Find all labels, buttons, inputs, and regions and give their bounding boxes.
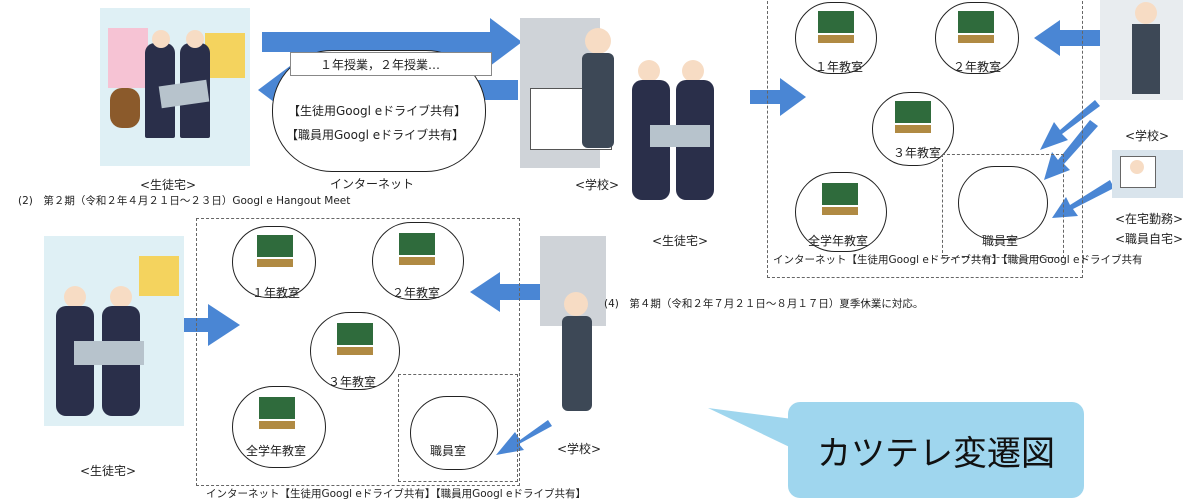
remote-work-label: <在宅勤務> [1115,212,1183,226]
top-student-home-2-label: <生徒宅> [652,234,709,248]
right-staff-room [958,166,1048,240]
school-illustration-top [520,8,620,168]
top-student-home-label: <生徒宅> [140,178,197,192]
bottom-school-illustration [538,236,610,436]
right-classroom-3 [872,92,954,166]
internet-label-top: インターネット [330,177,415,191]
right-staff-room-label: 職員室 [982,234,1019,248]
right-teacher-illustration [1100,0,1183,100]
right-classroom-1 [795,2,877,74]
bottom-school-label: <学校> [557,442,602,456]
bottom-staff-room [410,396,498,470]
remote-work-illustration [1112,150,1183,198]
bottom-classroom-2-label: ２年教室 [392,286,441,300]
student-home-illustration [100,8,250,166]
bottom-classroom-2 [372,222,464,300]
right-classroom-2-label: ２年教室 [953,60,1002,74]
bottom-staff-room-frame [398,374,518,482]
student-pair-top [630,50,730,225]
right-classroom-all-label: 全学年教室 [808,234,869,248]
right-classroom-2 [935,2,1019,74]
bottom-student-home-label: <生徒宅> [80,464,137,478]
bottom-classroom-all [232,386,326,468]
bottom-classroom-1-label: １年教室 [252,286,301,300]
lessons-box [290,52,492,76]
period4-heading: (4) 第４期（令和２年７月２１日～８月１７日）夏季休業に対応。 [604,298,924,310]
callout-bubble: カツテレ変遷図 [788,402,1084,498]
bottom-internet-frame [196,218,520,486]
drive-staff-top: 【職員用Googl eドライブ共有】 [286,128,465,142]
bottom-staff-room-label: 職員室 [430,444,467,458]
right-footer: インターネット【生徒用Googl eドライブ共有】【職員用Googl eドライブ… [773,254,1143,266]
bottom-classroom-3 [310,312,400,390]
right-school-label: <学校> [1125,129,1170,143]
drive-student-top: 【生徒用Googl eドライブ共有】 [288,104,467,118]
bottom-student-home-illustration [44,236,184,426]
right-classroom-all [795,172,887,252]
top-school-label: <学校> [575,178,620,192]
right-classroom-3-label: ３年教室 [893,146,942,160]
right-internet-frame [767,0,1083,278]
period2-heading: (2) 第２期（令和２年４月２１日～２３日）Googl e Hangout Me… [18,195,351,207]
callout-label: カツテレ変遷図 [817,433,1055,474]
bottom-classroom-1 [232,226,316,298]
staff-home-label: <職員自宅> [1115,232,1183,246]
bottom-footer: インターネット【生徒用Googl eドライブ共有】【職員用Googl eドライブ… [206,488,586,500]
bottom-classroom-3-label: ３年教室 [328,375,377,389]
bottom-classroom-all-label: 全学年教室 [246,444,307,458]
right-classroom-1-label: １年教室 [815,60,864,74]
right-staff-room-frame [942,154,1064,258]
lessons-text: １年授業，２年授業… [320,58,441,72]
